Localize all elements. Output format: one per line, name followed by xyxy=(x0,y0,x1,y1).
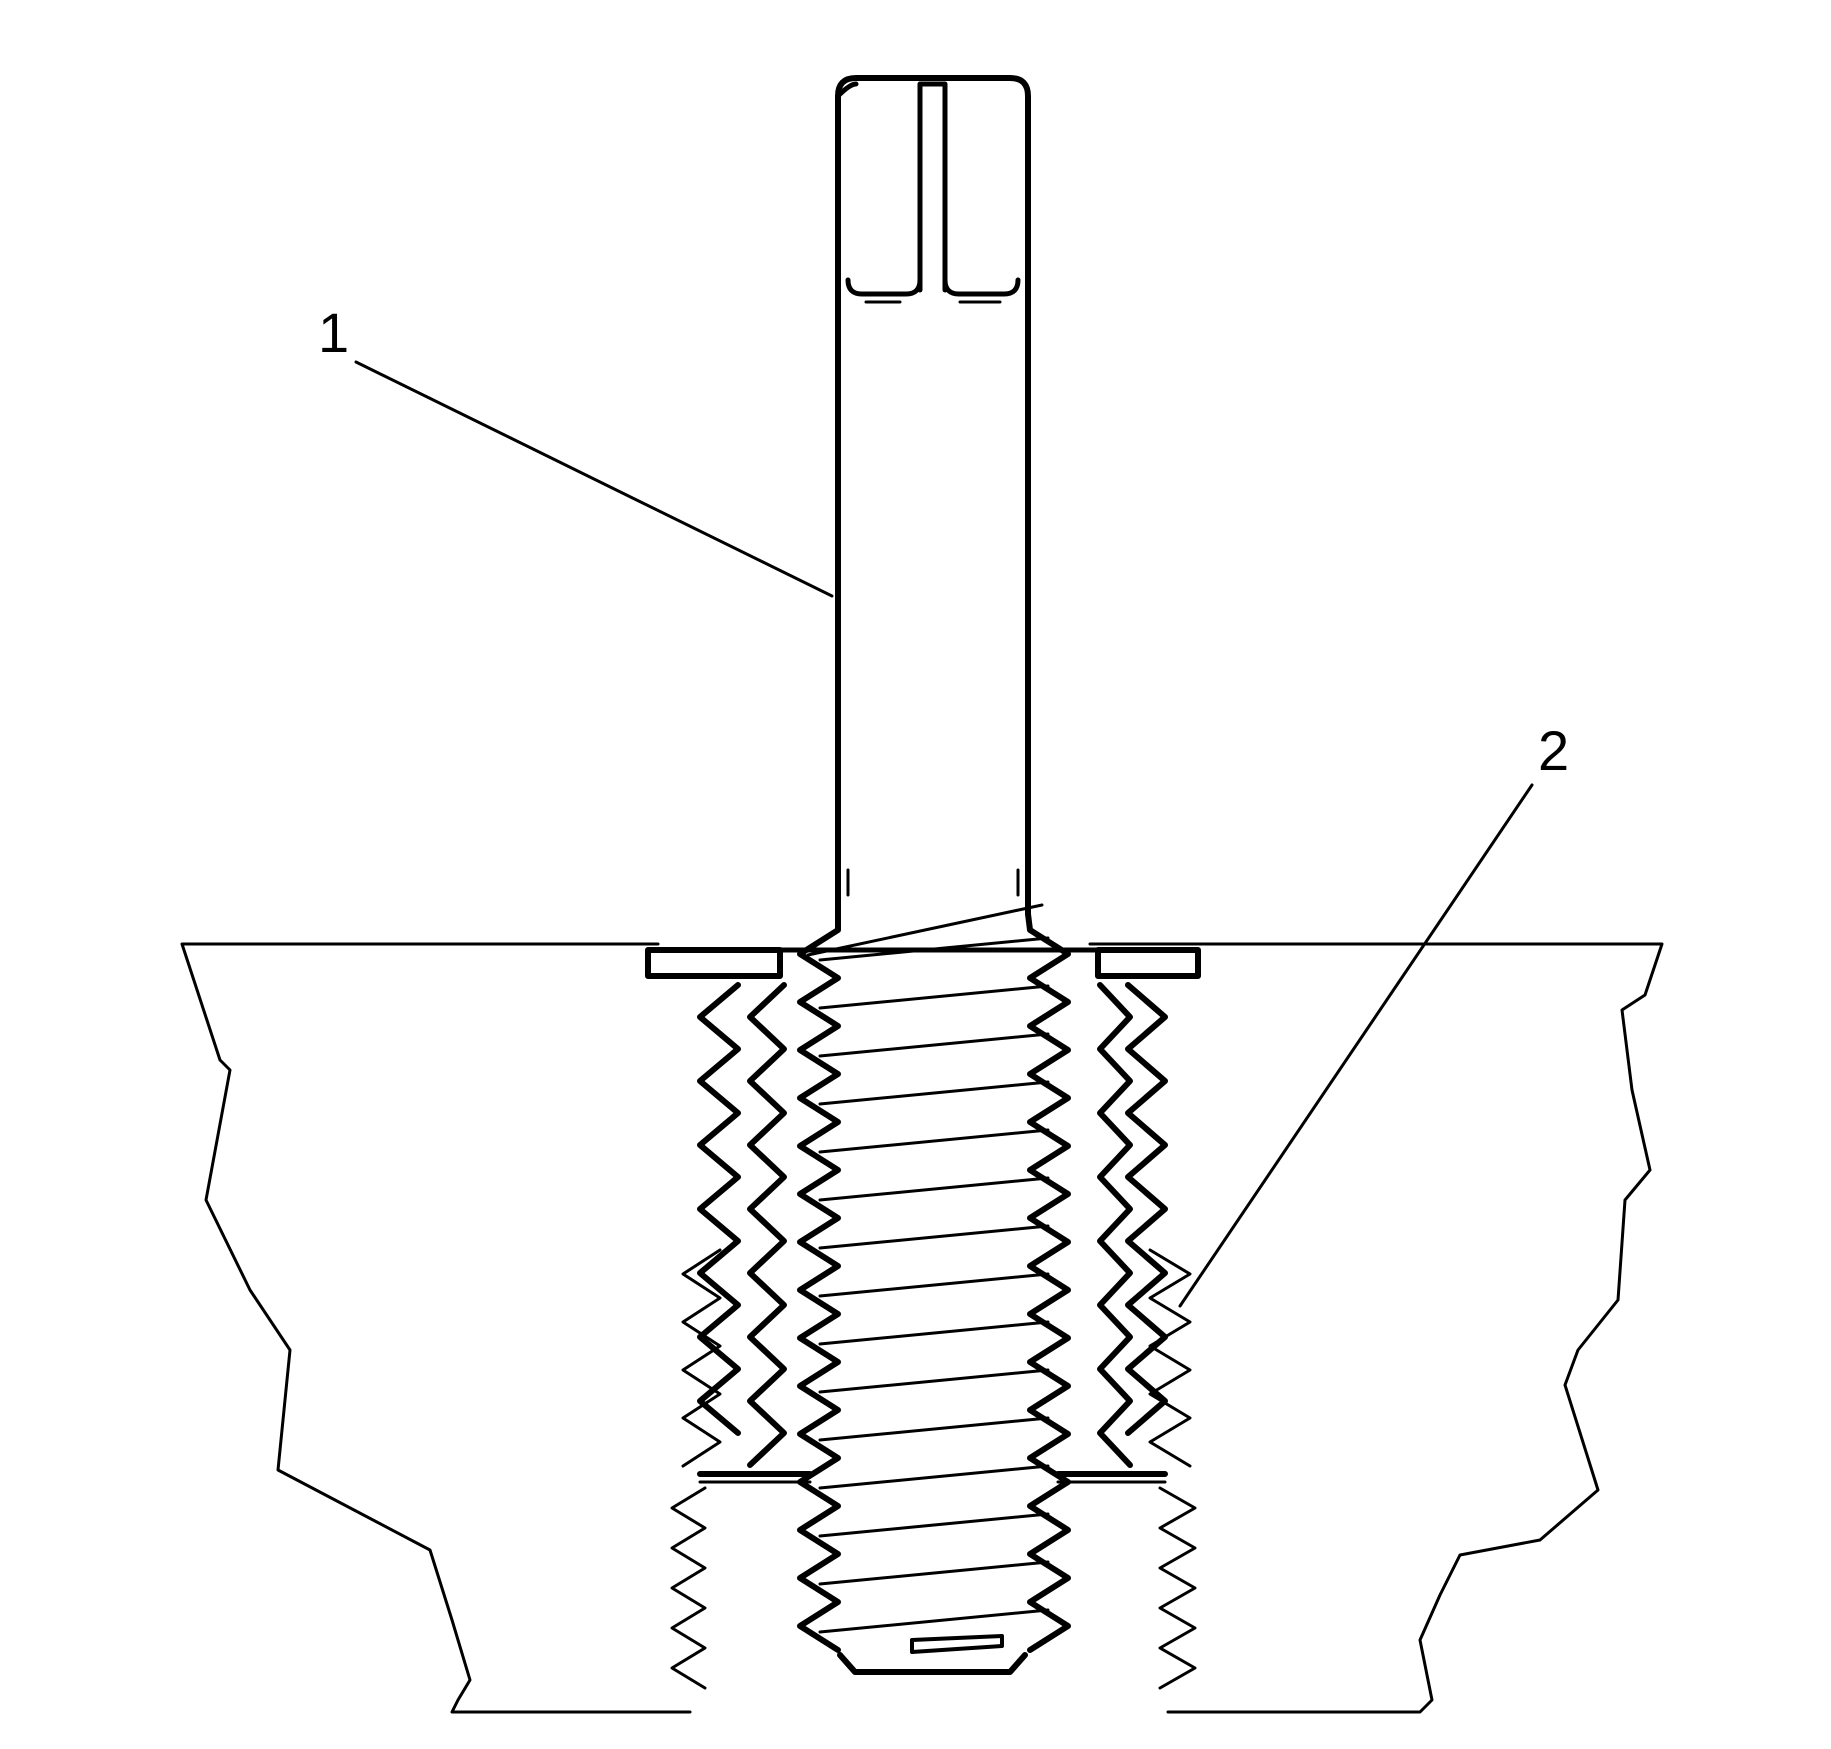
insert-bottom-lip xyxy=(697,1471,1168,1484)
installation-tool xyxy=(797,75,1071,1675)
insert-flange xyxy=(645,947,1201,979)
right-internal-thread xyxy=(1097,982,1197,1690)
left-internal-thread xyxy=(670,982,787,1690)
leader-line-2 xyxy=(1178,783,1534,1308)
leader-lines xyxy=(354,360,1534,1308)
callout-1-label: 1 xyxy=(318,301,349,364)
callout-2-label: 2 xyxy=(1538,719,1569,782)
workpiece-block xyxy=(180,942,1664,1714)
leader-line-1 xyxy=(354,360,834,598)
